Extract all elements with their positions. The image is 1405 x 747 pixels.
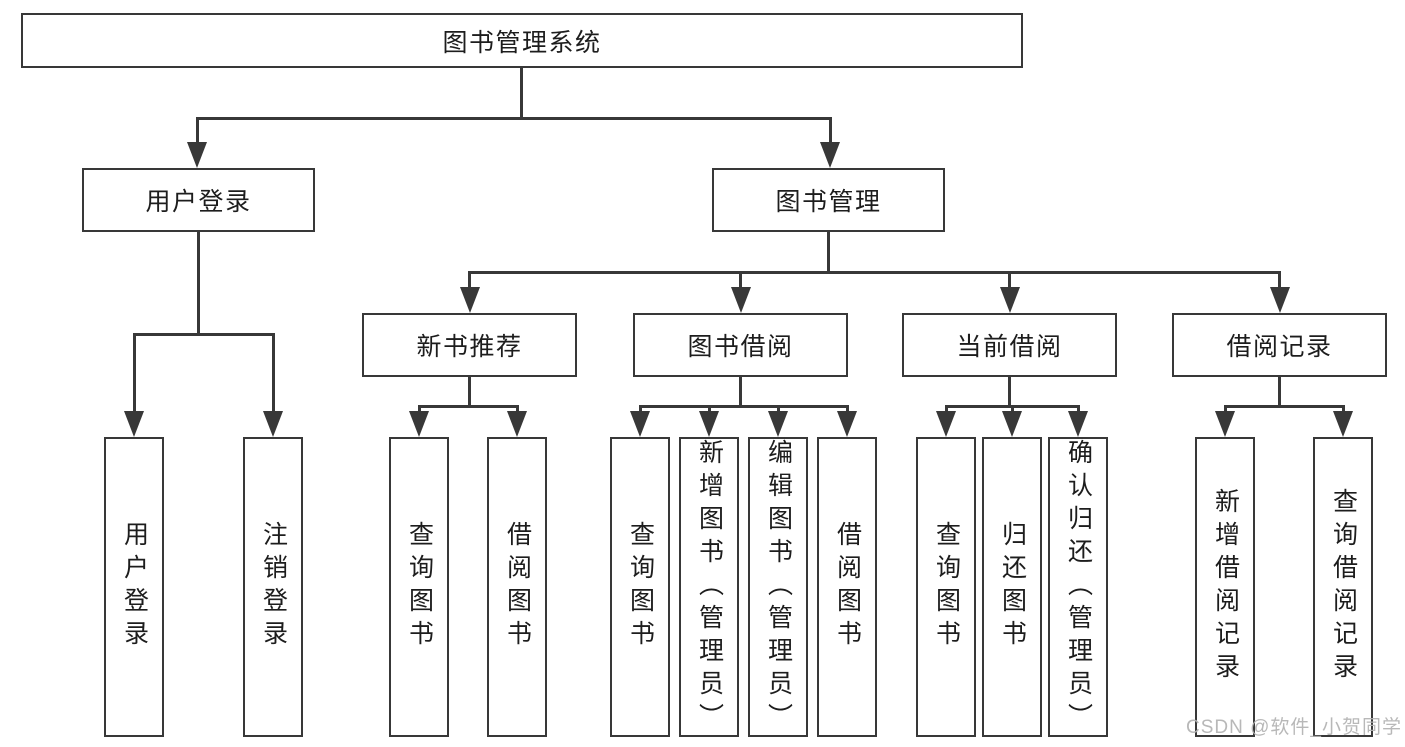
arrow-down xyxy=(124,411,144,437)
arrow-down xyxy=(730,287,751,313)
node-user-login-label: 用户登录 xyxy=(145,188,252,216)
leaf-logout: 注销登录 xyxy=(243,437,303,737)
connector-vline xyxy=(739,271,742,290)
node-book-management-label: 图书管理 xyxy=(775,188,882,216)
arrow-down xyxy=(507,411,527,437)
connector-vline xyxy=(1008,271,1011,290)
connector-vline xyxy=(1278,377,1281,408)
leaf-query-books-borrow: 查询图书 xyxy=(610,437,670,737)
connector-vline xyxy=(1076,405,1080,414)
connector-hline xyxy=(1223,405,1345,408)
connector-vline xyxy=(195,117,199,145)
leaf-query-books-recommend: 查询图书 xyxy=(389,437,449,737)
arrow-down xyxy=(1215,411,1235,437)
arrow-down xyxy=(630,411,650,437)
connector-hline xyxy=(195,117,832,120)
leaf-query-borrow-record-label: 查询借阅记录 xyxy=(1329,488,1358,686)
connector-vline xyxy=(417,405,421,414)
node-new-book-recommend: 新书推荐 xyxy=(362,313,577,377)
arrow-down xyxy=(1002,411,1022,437)
leaf-return-book-label: 归还图书 xyxy=(998,521,1027,653)
leaf-add-borrow-record-label: 新增借阅记录 xyxy=(1211,488,1240,686)
connector-vline xyxy=(132,333,136,413)
watermark: CSDN @软件_小贺同学 xyxy=(1186,717,1402,738)
connector-vline xyxy=(638,405,642,414)
connector-hline xyxy=(638,405,849,408)
arrow-down xyxy=(1333,411,1353,437)
node-book-management: 图书管理 xyxy=(712,168,945,232)
connector-vline xyxy=(1010,405,1014,414)
node-book-borrow-label: 图书借阅 xyxy=(687,333,794,361)
arrow-down xyxy=(1068,411,1088,437)
leaf-borrow-books-borrow: 借阅图书 xyxy=(817,437,877,737)
leaf-edit-book-admin-label: 编辑图书（管理员） xyxy=(764,438,793,736)
connector-hline xyxy=(468,271,1281,274)
arrow-down xyxy=(187,142,207,168)
leaf-confirm-return-admin-label: 确认归还（管理员） xyxy=(1064,438,1093,736)
leaf-user-login: 用户登录 xyxy=(104,437,164,737)
connector-vline xyxy=(271,333,275,413)
arrow-down xyxy=(768,411,788,437)
leaf-user-login-label: 用户登录 xyxy=(120,521,149,653)
arrow-down xyxy=(999,287,1020,313)
node-root-label: 图书管理系统 xyxy=(442,28,602,57)
node-borrow-records: 借阅记录 xyxy=(1172,313,1387,377)
connector-vline xyxy=(845,405,849,414)
connector-vline xyxy=(1278,271,1281,290)
connector-vline xyxy=(776,405,780,414)
node-current-borrow: 当前借阅 xyxy=(902,313,1117,377)
leaf-query-books-current-label: 查询图书 xyxy=(932,521,961,653)
node-book-borrow: 图书借阅 xyxy=(633,313,848,377)
leaf-query-borrow-record: 查询借阅记录 xyxy=(1313,437,1373,737)
arrow-down xyxy=(263,411,283,437)
connector-vline xyxy=(468,377,471,408)
leaf-confirm-return-admin: 确认归还（管理员） xyxy=(1048,437,1108,737)
arrow-down xyxy=(936,411,956,437)
leaf-query-books-recommend-label: 查询图书 xyxy=(405,521,434,653)
connector-vline xyxy=(515,405,519,414)
arrow-down xyxy=(409,411,429,437)
node-borrow-records-label: 借阅记录 xyxy=(1226,333,1333,361)
connector-vline xyxy=(468,271,471,290)
leaf-borrow-books-recommend-label: 借阅图书 xyxy=(503,521,532,653)
node-current-borrow-label: 当前借阅 xyxy=(956,333,1063,361)
leaf-edit-book-admin: 编辑图书（管理员） xyxy=(748,437,808,737)
connector-vline xyxy=(828,117,832,145)
leaf-add-book-admin: 新增图书（管理员） xyxy=(679,437,739,737)
arrow-down xyxy=(459,287,480,313)
leaf-query-books-current: 查询图书 xyxy=(916,437,976,737)
leaf-borrow-books-recommend: 借阅图书 xyxy=(487,437,547,737)
node-user-login: 用户登录 xyxy=(82,168,315,232)
connector-vline xyxy=(707,405,711,414)
connector-hline xyxy=(132,333,275,336)
leaf-borrow-books-borrow-label: 借阅图书 xyxy=(833,521,862,653)
leaf-query-books-borrow-label: 查询图书 xyxy=(626,521,655,653)
connector-vline xyxy=(739,377,742,408)
leaf-add-book-admin-label: 新增图书（管理员） xyxy=(695,438,724,736)
arrow-down xyxy=(837,411,857,437)
connector-hline xyxy=(417,405,519,408)
connector-vline xyxy=(197,232,200,335)
leaf-return-book: 归还图书 xyxy=(982,437,1042,737)
connector-vline xyxy=(1008,377,1011,408)
arrow-down xyxy=(699,411,719,437)
arrow-down xyxy=(1269,287,1290,313)
connector-vline xyxy=(827,232,830,273)
leaf-logout-label: 注销登录 xyxy=(259,521,288,653)
connector-vline xyxy=(944,405,948,414)
connector-vline xyxy=(1341,405,1345,414)
node-root: 图书管理系统 xyxy=(21,13,1023,68)
node-new-book-recommend-label: 新书推荐 xyxy=(416,333,523,361)
arrow-down xyxy=(820,142,840,168)
leaf-add-borrow-record: 新增借阅记录 xyxy=(1195,437,1255,737)
connector-vline xyxy=(1223,405,1227,414)
connector-vline xyxy=(520,68,523,118)
